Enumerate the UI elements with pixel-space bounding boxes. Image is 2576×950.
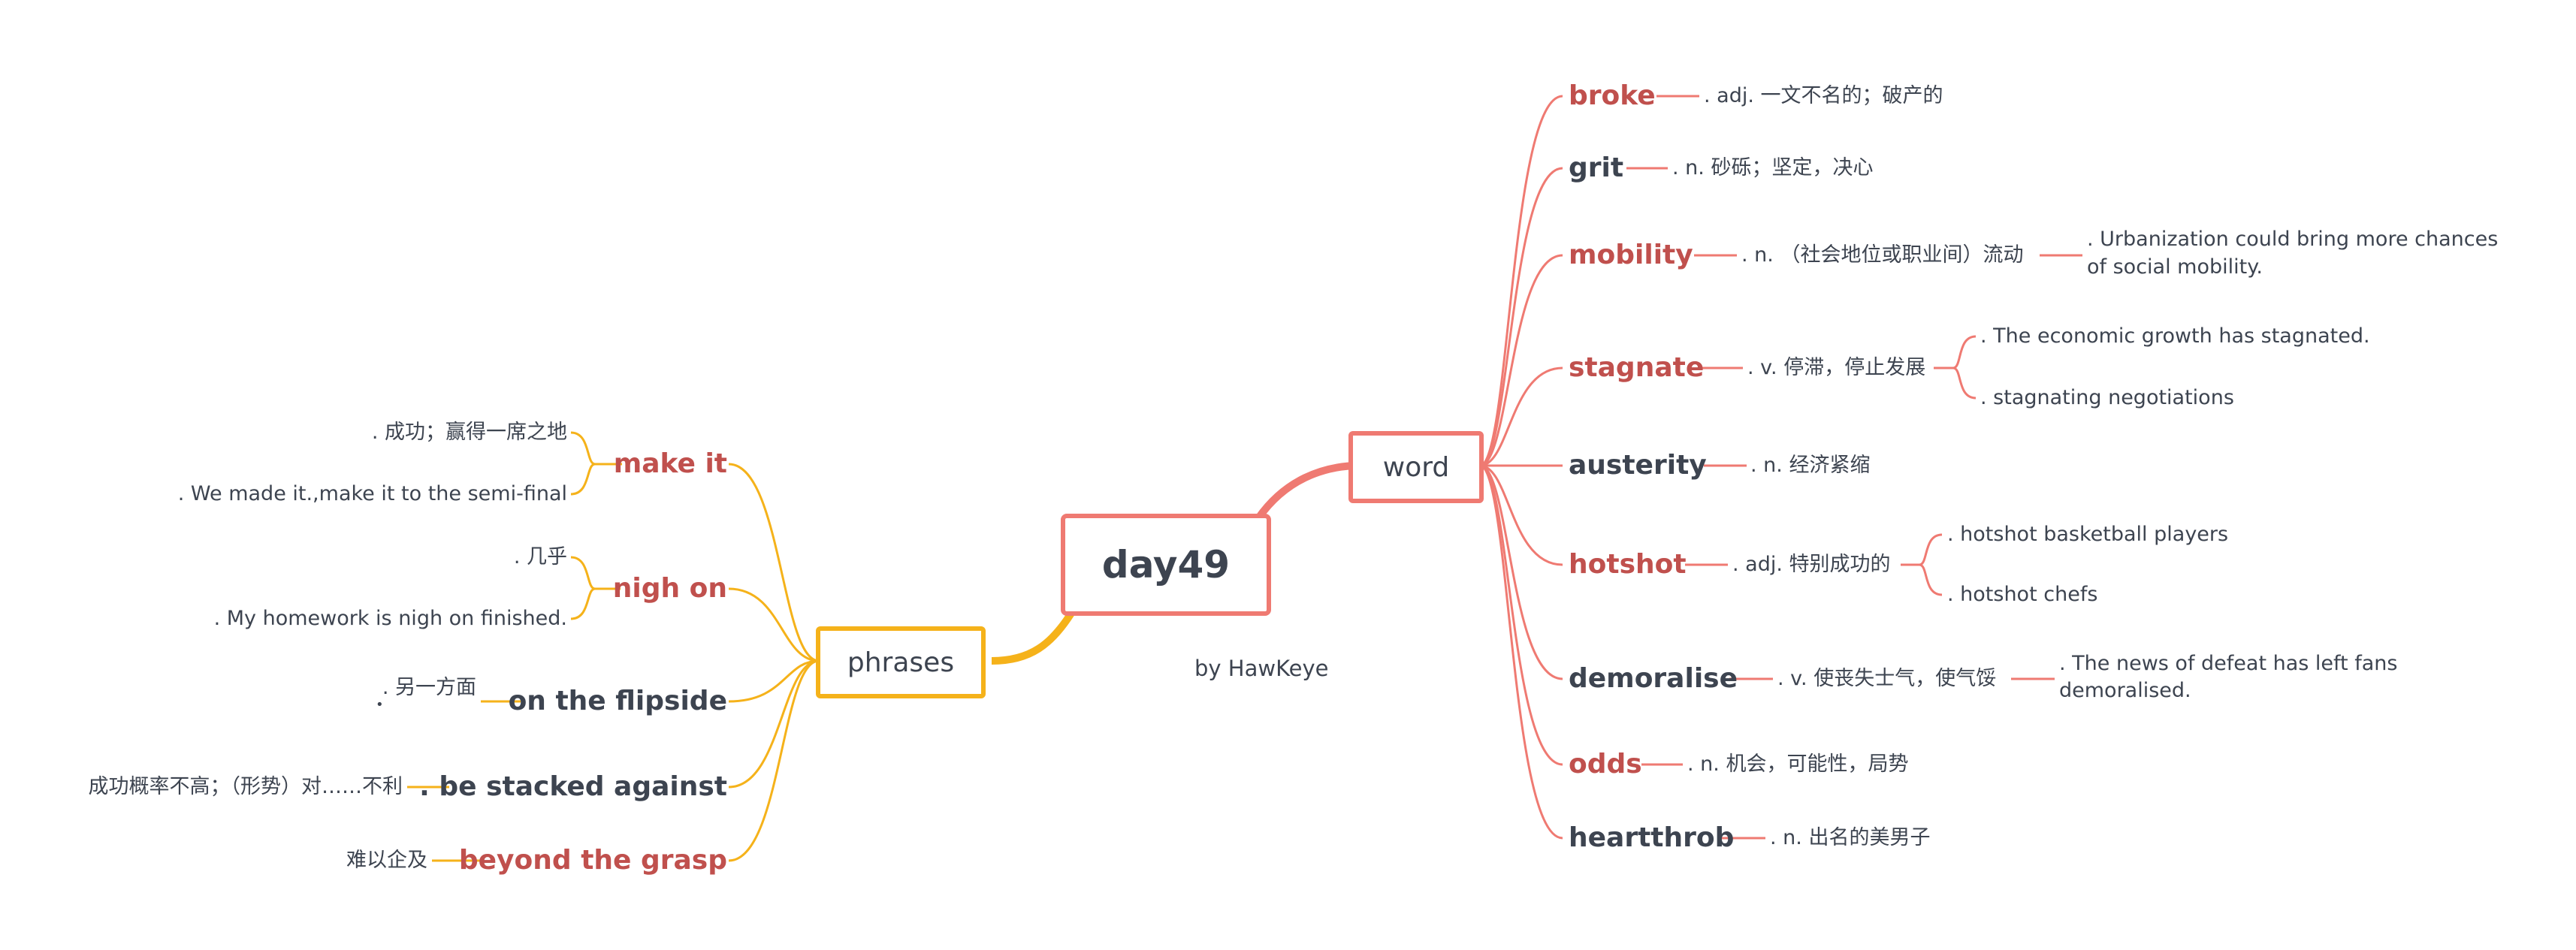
keyword-austerity[interactable]: austerity <box>1569 450 1707 481</box>
keyword-hotshot[interactable]: hotshot <box>1569 549 1687 580</box>
word-branch-demoralise <box>1479 464 1563 680</box>
definition-mobility: . n. （社会地位或职业间）流动 <box>1741 243 2024 267</box>
phrase-branch-make-it <box>728 463 820 662</box>
example-stagnate-2: . stagnating negotiations <box>1980 386 2234 409</box>
phrase-on-the-flipside[interactable]: on the flipside <box>508 686 727 716</box>
word-branch-heartthrob <box>1479 464 1563 840</box>
keyword-stagnate[interactable]: stagnate <box>1569 352 1705 383</box>
note-flipside-1: . 另一方面 <box>382 676 476 699</box>
keyword-heartthrob[interactable]: heartthrob <box>1569 822 1735 853</box>
definition-grit: . n. 砂砾；坚定，决心 <box>1672 156 1874 179</box>
note-flipside-bullet: • <box>376 697 384 713</box>
definition-hotshot: . adj. 特别成功的 <box>1732 553 1891 576</box>
note-stacked-1: 成功概率不高；（形势）对……不利 <box>88 775 403 798</box>
phrase-branch-grasp <box>728 659 820 862</box>
root-node[interactable]: day49 <box>1061 514 1271 616</box>
definition-stagnate: . v. 停滞，停止发展 <box>1747 356 1926 379</box>
example-stagnate-1: . The economic growth has stagnated. <box>1980 324 2370 348</box>
word-branch-broke <box>1479 95 1563 467</box>
phrase-beyond-the-grasp[interactable]: beyond the grasp <box>458 845 727 876</box>
phrase-make-it[interactable]: make it <box>613 448 727 479</box>
keyword-odds[interactable]: odds <box>1569 749 1642 780</box>
phrase-branch-flipside <box>728 659 820 703</box>
example-hotshot-1: . hotshot basketball players <box>1947 523 2229 546</box>
note-make-it-2: . We made it.,make it to the semi-final <box>177 482 567 505</box>
root-title: day49 <box>1101 543 1231 587</box>
phrases-node-label: phrases <box>847 647 955 678</box>
note-nigh-on-2: . My homework is nigh on finished. <box>213 607 567 630</box>
definition-demoralise: . v. 使丧失士气，使气馁 <box>1777 667 1997 690</box>
phrase-be-stacked-against[interactable]: . be stacked against <box>419 771 727 802</box>
word-branch-grit <box>1479 167 1563 467</box>
word-node-label: word <box>1382 451 1450 483</box>
example-hotshot-2: . hotshot chefs <box>1947 583 2098 606</box>
keyword-grit[interactable]: grit <box>1569 152 1624 183</box>
note-grasp-1: 难以企及 <box>346 849 427 872</box>
note-nigh-on-1: . 几乎 <box>513 545 567 568</box>
word-node[interactable]: word <box>1348 431 1484 503</box>
example-demoralise-2: demoralised. <box>2059 679 2191 702</box>
phrase-branch-stacked <box>728 659 820 789</box>
note-make-it-1: . 成功；赢得一席之地 <box>371 421 567 444</box>
definition-heartthrob: . n. 出名的美男子 <box>1770 826 1931 849</box>
phrases-node[interactable]: phrases <box>816 626 986 698</box>
phrase-nigh-on[interactable]: nigh on <box>612 573 727 604</box>
example-mobility-2: of social mobility. <box>2087 255 2263 279</box>
word-branch-hotshot <box>1479 464 1563 566</box>
definition-austerity: . n. 经济紧缩 <box>1750 454 1871 477</box>
example-demoralise-1: . The news of defeat has left fans <box>2059 652 2398 675</box>
root-word-connector <box>1255 462 1360 520</box>
word-branch-mobility <box>1479 254 1563 467</box>
keyword-mobility[interactable]: mobility <box>1569 240 1693 270</box>
keyword-demoralise[interactable]: demoralise <box>1569 663 1738 694</box>
word-branch-stagnate <box>1479 366 1563 467</box>
example-mobility-1: . Urbanization could bring more chances <box>2087 228 2499 251</box>
keyword-broke[interactable]: broke <box>1569 80 1656 111</box>
definition-odds: . n. 机会，可能性，局势 <box>1687 752 1909 776</box>
byline: by HawKeye <box>1194 656 1329 681</box>
definition-broke: . adj. 一文不名的；破产的 <box>1704 84 1943 107</box>
phrase-branch-nigh-on <box>728 587 820 662</box>
root-phrases-connector <box>991 606 1078 665</box>
